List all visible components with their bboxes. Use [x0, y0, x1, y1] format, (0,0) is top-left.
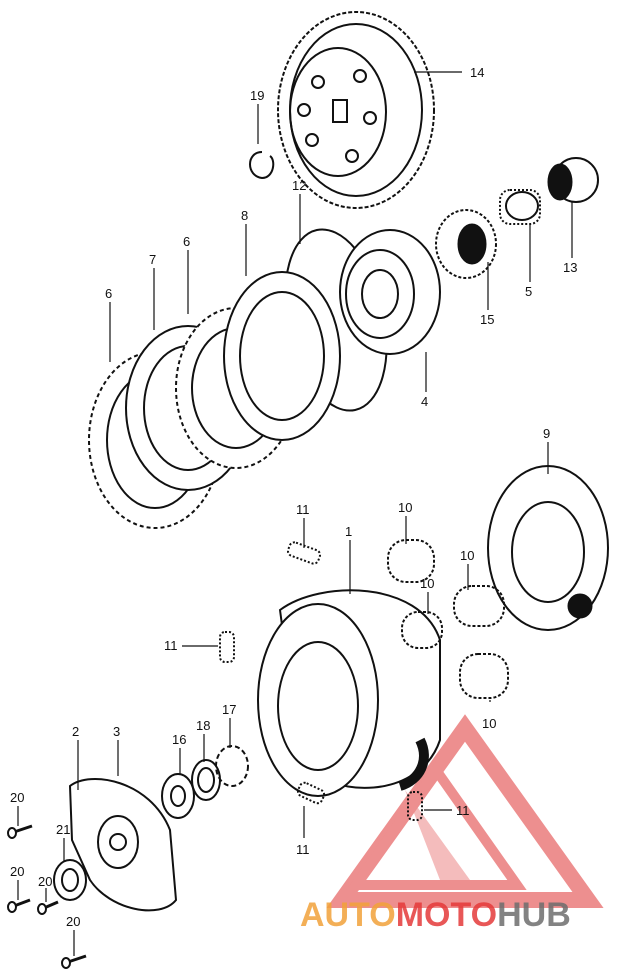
part-16-nut [161, 773, 195, 819]
callout-6-upper: 6 [183, 234, 190, 249]
callout-10-a: 10 [398, 500, 412, 515]
part-20-screw-a [7, 824, 33, 839]
callout-11-c: 11 [296, 842, 310, 857]
callout-21: 21 [56, 822, 70, 837]
callout-20-b: 20 [10, 864, 24, 879]
watermark-moto: MOTO [396, 896, 497, 934]
callout-17: 17 [222, 702, 236, 717]
callout-16: 16 [172, 732, 186, 747]
callout-11-d: 11 [456, 803, 470, 818]
callout-3: 3 [113, 724, 120, 739]
watermark-logo [326, 714, 604, 908]
callout-20-c: 20 [38, 874, 52, 889]
callout-1: 1 [345, 524, 352, 539]
part-15-gear [435, 209, 497, 279]
part-9-pressure-plate [487, 465, 609, 631]
part-2-3-cover [68, 778, 178, 912]
part-10-spring-a [387, 539, 435, 583]
part-20-screw-d [61, 954, 87, 969]
callout-2: 2 [72, 724, 79, 739]
callout-19: 19 [250, 88, 264, 103]
part-14-primary-driven-gear [277, 11, 435, 209]
watermark-hub: HUB [497, 896, 571, 934]
callout-20-d: 20 [66, 914, 80, 929]
part-10-spring-c [401, 611, 443, 649]
part-1-clutch-outer [257, 589, 441, 797]
callout-10-d: 10 [482, 716, 496, 731]
callout-15: 15 [480, 312, 494, 327]
callout-20-a: 20 [10, 790, 24, 805]
callout-14: 14 [470, 65, 484, 80]
part-11-pin-d [407, 791, 423, 821]
watermark-auto: AUTO [300, 896, 396, 934]
part-11-pin-a [286, 541, 322, 565]
part-8-plain-plate [223, 271, 341, 441]
callout-9: 9 [543, 426, 550, 441]
part-10-spring-d [459, 653, 509, 699]
callout-10-b: 10 [460, 548, 474, 563]
part-20-screw-c [37, 900, 59, 915]
callout-13: 13 [563, 260, 577, 275]
callout-11-a: 11 [296, 502, 310, 517]
part-10-spring-b [453, 585, 505, 627]
leader-lines [17, 71, 573, 956]
callout-7: 7 [149, 252, 156, 267]
part-5-bushing [499, 189, 541, 225]
callout-11-b: 11 [164, 638, 178, 653]
callout-6-lower: 6 [105, 286, 112, 301]
callout-5: 5 [525, 284, 532, 299]
part-11-pin-b [219, 631, 235, 663]
callout-10-c: 10 [420, 576, 434, 591]
part-21-bearing [53, 859, 87, 901]
part-4-clutch-center [339, 229, 441, 355]
part-20-screw-b [7, 898, 31, 913]
svg-text:AUTOMOTOHUB: AUTOMOTOHUB [300, 896, 571, 934]
watermark-text: AUTOMOTOHUB [300, 896, 571, 934]
callout-12: 12 [292, 178, 306, 193]
part-19-circlip [249, 151, 275, 180]
part-13-collar [547, 157, 599, 203]
callout-18: 18 [196, 718, 210, 733]
part-17-lock-washer [215, 745, 249, 787]
callout-4: 4 [421, 394, 428, 409]
callout-8: 8 [241, 208, 248, 223]
